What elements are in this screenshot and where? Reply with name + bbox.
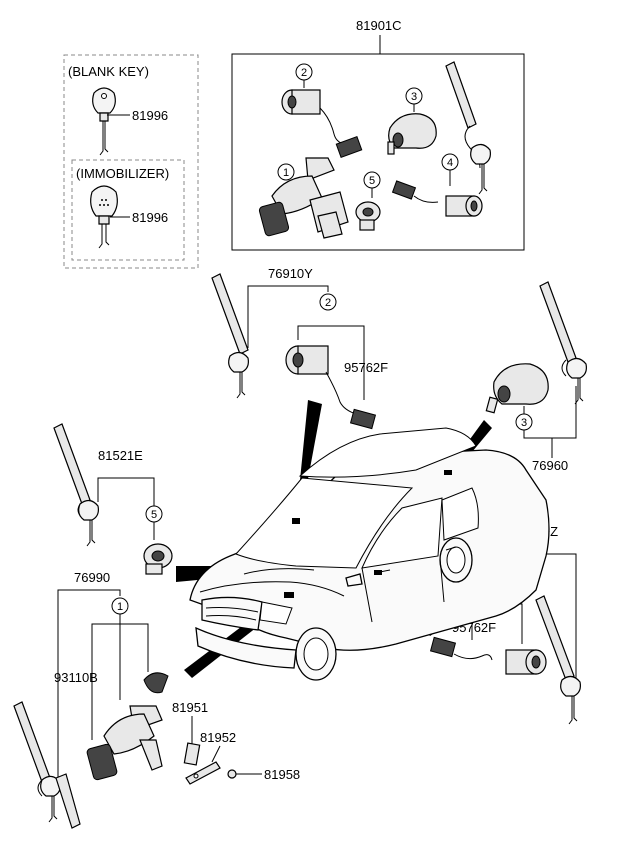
- callout-5-top: 5: [369, 175, 375, 187]
- lock-set-81901c-frame: [231, 53, 525, 251]
- lock-set-81901c: 81901C 2 3 1: [231, 18, 525, 251]
- callout-1-ign: 1: [117, 601, 123, 613]
- lock-set-81901c-label: 81901C: [356, 18, 402, 33]
- rear-door-lock-icon: [391, 180, 483, 217]
- tailgate-lock-icon: [485, 363, 549, 414]
- key-with-tag-icon: [535, 595, 581, 725]
- key-with-tag-icon: [211, 273, 249, 399]
- blank-key-part-number: 81996: [132, 108, 168, 123]
- door-lock-cylinder-icon: [285, 345, 377, 430]
- lock-set-81521e: 81521E 5: [53, 423, 262, 582]
- callout-1-top: 1: [283, 167, 289, 179]
- callout-2-door: 2: [325, 297, 331, 309]
- immobilizer-key-icon: [90, 185, 118, 249]
- callout-4-top: 4: [447, 157, 453, 169]
- callout-5-glove: 5: [151, 509, 157, 521]
- callout-3-top: 3: [411, 91, 417, 103]
- rear-door-lock-icon: [429, 636, 547, 675]
- ignition-cylinder-icon: [258, 157, 349, 239]
- lock-set-76960-label: 76960: [532, 458, 568, 473]
- part-81951-label: 81951: [172, 700, 208, 715]
- glovebox-lock-icon: [143, 543, 173, 575]
- key-with-tag-icon: [445, 61, 491, 195]
- tailgate-lock-icon: [387, 113, 437, 155]
- key-group: (BLANK KEY) (IMMOBILIZER) 81996 81996: [63, 54, 199, 269]
- screw-icon: [227, 769, 246, 779]
- bracket-icon: [185, 761, 221, 785]
- key-group-frame: [63, 54, 199, 269]
- lock-set-81521e-label: 81521E: [98, 448, 143, 463]
- immobilizer-header: (IMMOBILIZER): [76, 166, 169, 181]
- cylinder-93110b-label: 93110B: [54, 670, 98, 685]
- key-with-tag-icon: [539, 281, 587, 405]
- part-81952-label: 81952: [200, 730, 236, 745]
- key-reminder-switch-icon: [183, 742, 201, 766]
- callout-3-tail: 3: [521, 417, 527, 429]
- lock-set-76910y-label: 76910Y: [268, 266, 313, 281]
- part-81958-label: 81958: [264, 767, 300, 782]
- vehicle-illustration: [189, 427, 550, 681]
- immobilizer-key-part-number: 81996: [132, 210, 168, 225]
- key-with-tag-icon: [13, 701, 81, 829]
- callout-2-top: 2: [301, 67, 307, 79]
- glovebox-lock-icon: [355, 201, 381, 231]
- blank-key-icon: [92, 87, 116, 156]
- ignition-cylinder-icon: [86, 672, 169, 781]
- key-with-tag-icon: [53, 423, 99, 547]
- small-parts: 81951 81952 81958: [172, 700, 300, 785]
- immobilizer-frame: [71, 159, 185, 261]
- blank-key-header: (BLANK KEY): [68, 64, 149, 79]
- lock-set-76990-label: 76990: [74, 570, 110, 585]
- wiring-95762f-front: 95762F: [344, 360, 388, 375]
- door-lock-cylinder-icon: [281, 89, 363, 158]
